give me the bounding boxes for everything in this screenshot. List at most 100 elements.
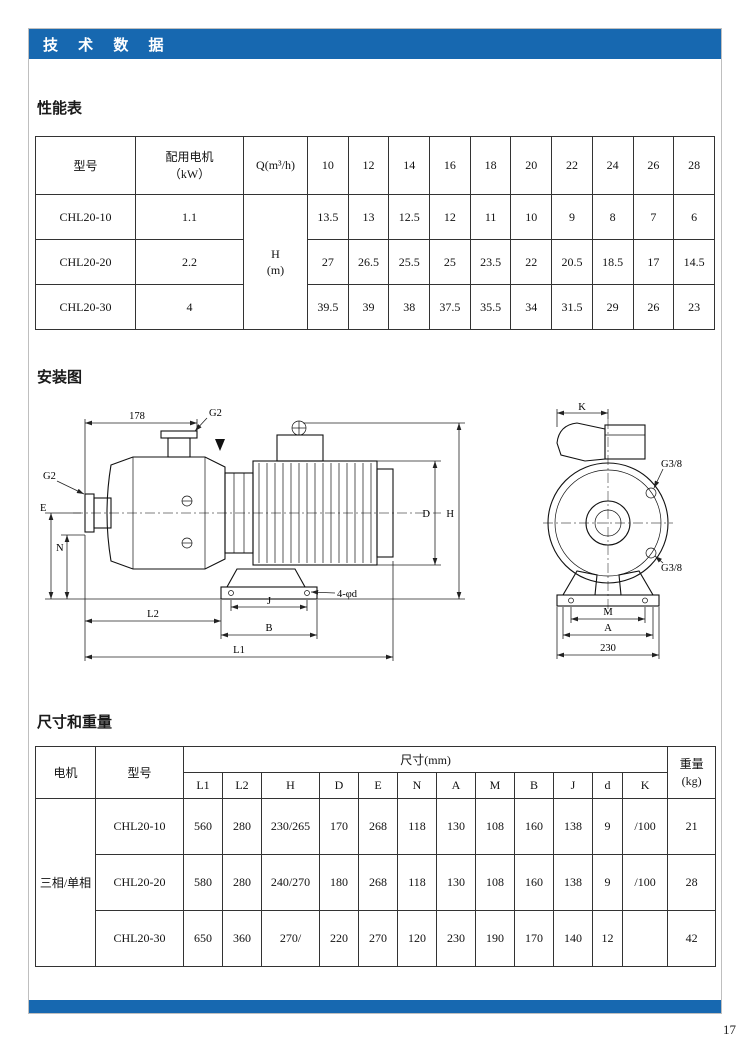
table-row: CHL20-10 1.1 H (m) 13.5 13 12.5 12 11 10… [35, 194, 715, 330]
dim-j-label: J [267, 596, 271, 607]
dimension-k: K [556, 402, 609, 427]
col-header-motor: 配用电机 （kW） [135, 136, 244, 195]
dimension-j: J [230, 596, 308, 611]
section-title-installation: 安装图 [37, 369, 83, 386]
dim-header-cell: L2 [222, 772, 262, 799]
perf-cell: 13.5 [307, 194, 349, 240]
perf-cell: 7 [632, 194, 675, 240]
dim-cell: 9 [592, 854, 623, 911]
dimension-a: A [562, 607, 654, 639]
dim-header-cell: L1 [183, 772, 223, 799]
footer-bar [29, 1000, 721, 1013]
power-cell: 4 [135, 284, 244, 330]
pump-front-view-diagram: K G3/8 G3/8 M [543, 402, 682, 659]
pump-top-port [160, 430, 198, 458]
model-cell: CHL20-20 [95, 854, 184, 911]
dim-cell: 360 [222, 910, 262, 967]
header-bar: 技 术 数 据 [29, 29, 721, 59]
dim-cell: 268 [358, 854, 398, 911]
q-header-cell: 26 [632, 136, 675, 195]
dim-cell: 108 [475, 798, 515, 855]
dim-178-label: 178 [129, 411, 145, 422]
col-header-motor: 电机 [35, 746, 96, 799]
dim-k-label: K [578, 402, 586, 413]
dim-a-label: A [604, 623, 612, 634]
dim-header-cell: D [319, 772, 359, 799]
holes-label: 4-φd [337, 589, 358, 600]
perf-cell: 11 [469, 194, 512, 240]
perf-cell: 38 [388, 284, 431, 330]
g2-side-label: G2 [43, 471, 56, 482]
weight-cell: 28 [667, 854, 717, 911]
dimension-g2-top: G2 [194, 408, 222, 432]
q-header-cell: 10 [307, 136, 349, 195]
pump-face [547, 462, 669, 584]
dimensions-table: 电机 型号 尺寸(mm) 重量 (kg) L1 L2 H D E N A M [35, 746, 717, 967]
dim-cell: /100 [621, 854, 669, 911]
dim-cell: 240/270 [261, 854, 320, 911]
section-title-performance: 性能表 [37, 100, 83, 117]
dim-header-cell: K [621, 772, 669, 799]
dimension-n: N [56, 534, 85, 599]
dim-cell: 230 [436, 910, 476, 967]
model-cell: CHL20-10 [35, 194, 136, 240]
perf-cell: 17 [632, 239, 675, 285]
q-header-cell: 22 [551, 136, 593, 195]
perf-cell: 26 [632, 284, 675, 330]
model-cell: CHL20-10 [95, 798, 184, 855]
col-header-model: 型号 [95, 746, 184, 799]
dimension-g38-top: G3/8 [653, 459, 682, 489]
dimension-d: D [377, 460, 441, 566]
perf-cell: 23.5 [469, 239, 512, 285]
dim-cell: 270 [358, 910, 398, 967]
dim-m-label: M [603, 607, 613, 618]
dim-cell: 280 [222, 854, 262, 911]
perf-cell: 20.5 [551, 239, 593, 285]
dim-header-cell: E [358, 772, 398, 799]
perf-cell: 12.5 [388, 194, 431, 240]
pump-base-foot [220, 568, 318, 600]
performance-header-row: 型号 配用电机 （kW） Q(m³/h) 10 12 14 16 18 20 2… [35, 136, 715, 195]
page-title: 技 术 数 据 [43, 36, 172, 54]
pump-inlet-port [84, 493, 112, 533]
dim-e-label: E [40, 503, 46, 514]
dimension-m: M [570, 607, 646, 623]
dims-header-row-2: L1 L2 H D E N A M B J d K [36, 772, 716, 799]
perf-cell: 39.5 [307, 284, 349, 330]
dimension-g2-side: G2 [43, 471, 85, 495]
power-cell: 1.1 [135, 194, 244, 240]
dim-cell: 560 [183, 798, 223, 855]
dim-cell: 220 [319, 910, 359, 967]
col-header-weight: 重量 (kg) [667, 746, 717, 799]
dim-cell: 138 [553, 854, 593, 911]
weight-cell: 42 [667, 910, 717, 967]
h-unit-cell: H (m) [243, 194, 308, 330]
dim-230-label: 230 [600, 643, 616, 654]
perf-cell: 18.5 [591, 239, 634, 285]
dimension-e: E [40, 503, 221, 600]
perf-cell: 23 [673, 284, 715, 330]
perf-cell: 10 [510, 194, 553, 240]
dim-cell: 9 [592, 798, 623, 855]
dimension-178: 178 [84, 411, 198, 494]
perf-cell: 6 [673, 194, 715, 240]
q-header-cell: 14 [388, 136, 431, 195]
dim-cell: 268 [358, 798, 398, 855]
weight-cell: 21 [667, 798, 717, 855]
dimension-l2: L2 [84, 535, 222, 661]
dim-header-cell: N [397, 772, 437, 799]
dim-cell: 270/ [261, 910, 320, 967]
col-header-dims: 尺寸(mm) [182, 746, 669, 773]
dim-cell [621, 910, 669, 967]
dim-h-label: H [446, 509, 454, 520]
dimension-230: 230 [556, 607, 660, 659]
dimension-g38-bottom: G3/8 [654, 555, 682, 574]
perf-cell: 25 [429, 239, 471, 285]
perf-cell: 29 [591, 284, 634, 330]
dim-cell: 140 [553, 910, 593, 967]
dim-cell: 650 [183, 910, 223, 967]
perf-cell: 12 [429, 194, 471, 240]
dim-header-cell: J [553, 772, 593, 799]
installation-diagrams: 178 G2 G2 E [37, 401, 713, 677]
page-number: 17 [723, 1022, 736, 1037]
